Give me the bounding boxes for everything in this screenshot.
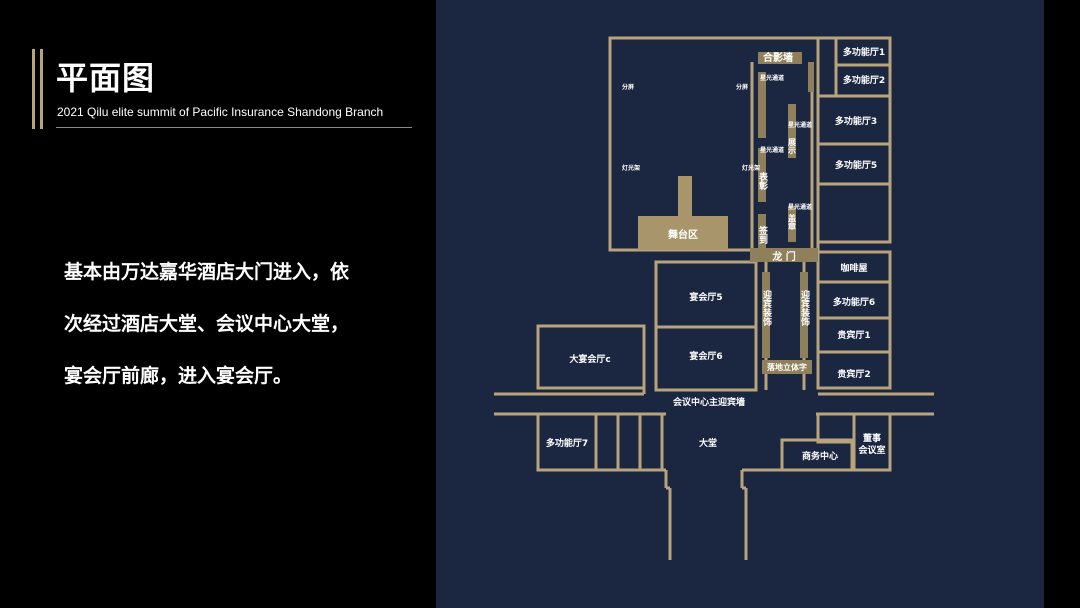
label-grand-hall-c: 大宴会厅c [569, 353, 610, 365]
description-text: 基本由万达嘉华酒店大门进入，依 次经过酒店大堂、会议中心大堂， 宴会厅前廊，进入… [64, 246, 404, 402]
label-starlight-1: 星光通道 [760, 74, 784, 82]
floorplan-walls [494, 36, 934, 560]
label-display: 表彰 [757, 171, 769, 191]
label-multi7: 多功能厅7 [546, 437, 588, 449]
page-subtitle: 2021 Qilu elite summit of Pacific Insura… [57, 105, 384, 119]
label-light-left: 灯光架 [622, 164, 640, 172]
label-stamp: 盖章 [788, 213, 797, 231]
description-line: 宴会厅前廊，进入宴会厅。 [64, 365, 293, 387]
label-starlight-3: 星光通道 [760, 146, 784, 154]
label-multi3: 多功能厅3 [835, 115, 877, 127]
label-board: 董事 [863, 432, 881, 444]
page-title: 平面图 [56, 59, 156, 97]
label-signin: 签到 [757, 225, 769, 245]
accent-bars [32, 49, 44, 129]
label-divider-right: 分屏 [736, 83, 748, 91]
label-stage: 舞台区 [668, 228, 698, 241]
floorplan-panel: 合影墙 多功能厅1 多功能厅2 多功能厅3 多功能厅5 舞台区 龙 门 咖啡屋 … [436, 0, 1044, 608]
label-divider-left: 分屏 [622, 83, 634, 91]
label-exhibit: 展示 [788, 138, 797, 155]
label-photo-wall: 合影墙 [762, 51, 793, 64]
right-edge-strip [1044, 0, 1080, 608]
label-multi6: 多功能厅6 [833, 296, 875, 308]
label-main-wall: 会议中心主迎宾墙 [673, 396, 745, 408]
label-light-right: 灯光架 [742, 164, 760, 172]
floorplan-map [494, 36, 934, 560]
stage [638, 176, 728, 250]
description-line: 次经过酒店大堂、会议中心大堂， [64, 313, 350, 335]
left-panel: 平面图 2021 Qilu elite summit of Pacific In… [0, 0, 436, 608]
label-starlight-4: 星光通道 [788, 203, 812, 211]
label-board-room: 会议室 [858, 444, 885, 456]
label-multi5: 多功能厅5 [835, 159, 877, 171]
floorplan-labels: 合影墙 多功能厅1 多功能厅2 多功能厅3 多功能厅5 舞台区 龙 门 咖啡屋 … [546, 46, 886, 462]
label-multi1: 多功能厅1 [843, 46, 885, 58]
label-vip1: 贵宾厅1 [837, 329, 870, 341]
label-standee: 落地立体字 [767, 362, 807, 372]
label-coffee: 咖啡屋 [840, 262, 867, 274]
label-lobby: 大堂 [699, 437, 717, 449]
description-line: 基本由万达嘉华酒店大门进入，依 [64, 261, 350, 283]
label-welcome-1: 迎宾装饰 [761, 289, 773, 327]
label-hall6: 宴会厅6 [689, 350, 722, 362]
label-dragon-gate: 龙 门 [771, 250, 795, 263]
subtitle-divider [56, 127, 412, 128]
label-hall5: 宴会厅5 [689, 291, 722, 303]
label-business: 商务中心 [802, 450, 838, 462]
label-welcome-2: 迎宾装饰 [799, 289, 811, 327]
label-starlight-2: 星光通道 [788, 121, 812, 129]
label-vip2: 贵宾厅2 [837, 368, 870, 380]
floorplan-fixtures [750, 52, 818, 374]
label-multi2: 多功能厅2 [843, 74, 885, 86]
